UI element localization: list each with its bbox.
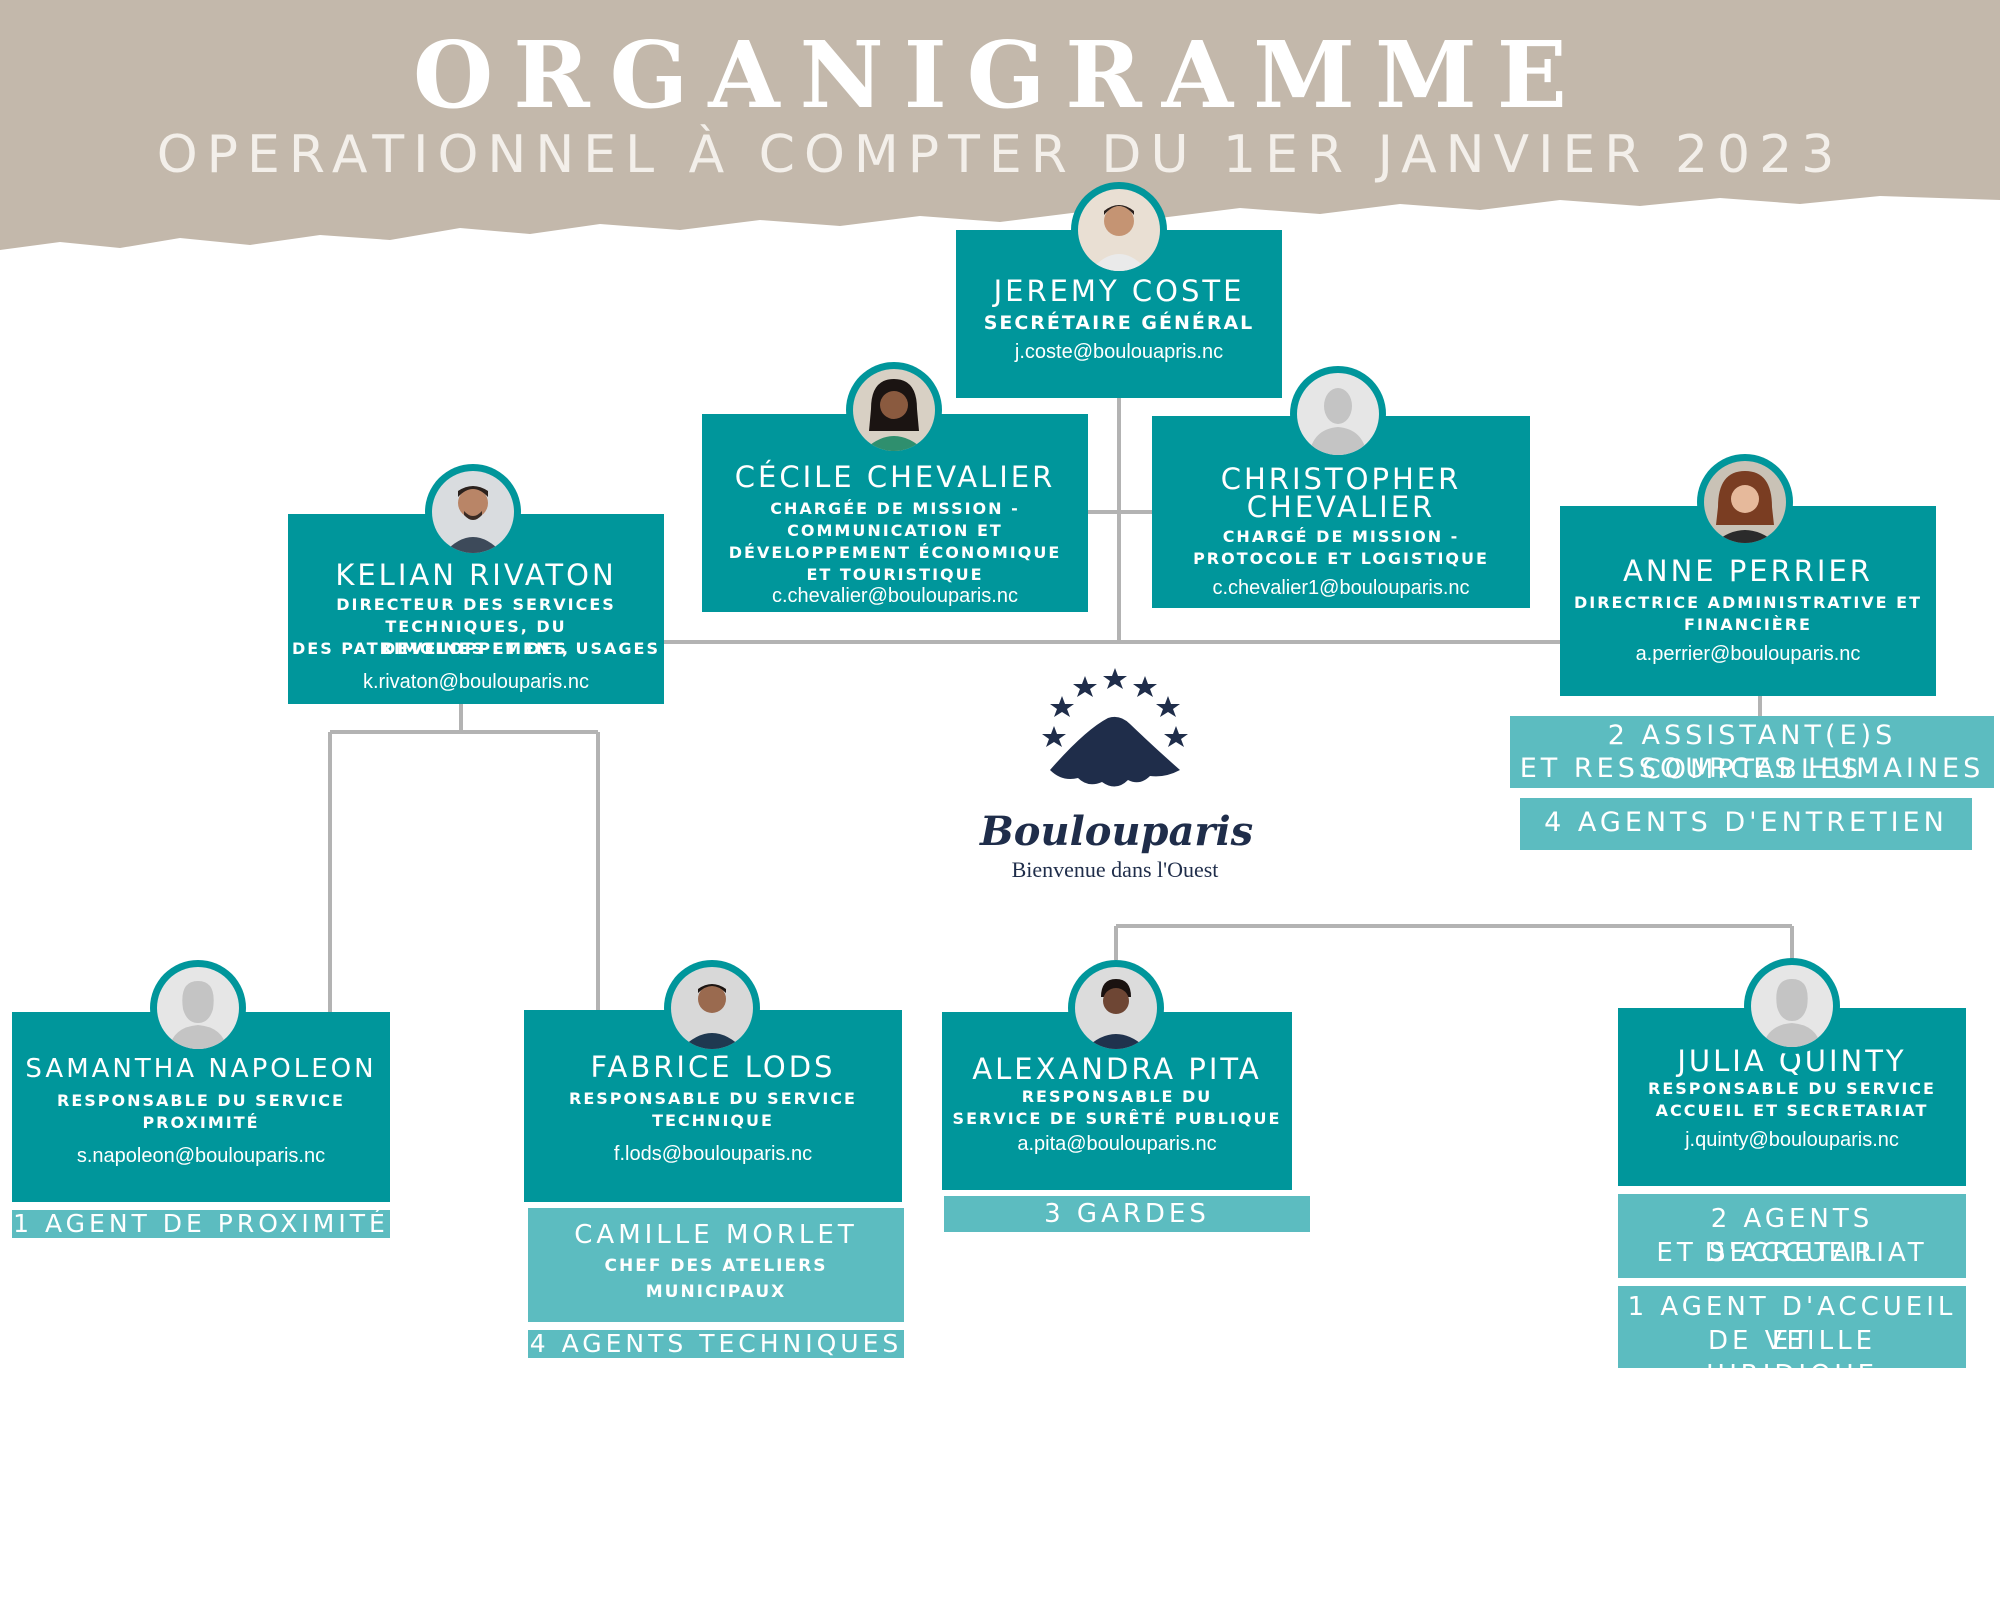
card-email: c.chevalier1@boulouparis.nc (1212, 577, 1470, 599)
card-role-line: TECHNIQUE (652, 1111, 774, 1130)
card-role-line: DIRECTRICE ADMINISTRATIVE ET (1573, 593, 1923, 612)
team-anne-entretien: 4 AGENTS D'ENTRETIEN (1520, 798, 1972, 850)
card-name: ANNE PERRIER (1623, 554, 1873, 588)
card-email: k.rivaton@boulouparis.nc (363, 671, 589, 693)
team-camille-morlet: CAMILLE MORLET CHEF DES ATELIERS MUNICIP… (528, 1208, 904, 1322)
page-subtitle: OPERATIONNEL À COMPTER DU 1ER JANVIER 20… (156, 125, 1844, 185)
person-silhouette-icon (157, 967, 239, 1049)
team-julia-accueil: 2 AGENTS D'ACCUEIL ET SECRETARIAT (1618, 1194, 1966, 1278)
person-photo-icon (1078, 189, 1160, 271)
avatar-anne-perrier (1697, 454, 1793, 550)
team-label: 1 AGENT DE PROXIMITÉ (13, 1209, 389, 1238)
card-name-line: CHRISTOPHER (1220, 462, 1462, 496)
card-role: SECRÉTAIRE GÉNÉRAL (983, 312, 1255, 334)
card-name: SAMANTHA NAPOLEON (25, 1054, 377, 1084)
card-role-line: COMMUNICATION ET (787, 521, 1003, 540)
team-name: CAMILLE MORLET (574, 1220, 858, 1250)
card-role-line: PROXIMITÉ (142, 1113, 260, 1132)
avatar-fabrice-lods (664, 960, 760, 1056)
team-label-line: DE VEILLE JURIDIQUE (1705, 1326, 1879, 1390)
team-label: 4 AGENTS TECHNIQUES (529, 1329, 903, 1358)
page-title: ORGANIGRAMME (413, 21, 1587, 129)
person-photo-icon (671, 967, 753, 1049)
card-role-line: RESPONSABLE DU (1021, 1087, 1213, 1106)
mountain-icon (1050, 716, 1180, 787)
card-role-line: DÉVELOPPEMENT ÉCONOMIQUE (728, 543, 1062, 562)
card-name: ALEXANDRA PITA (972, 1052, 1262, 1086)
team-julia-veille: 1 AGENT D'ACCUEIL ET DE VEILLE JURIDIQUE (1618, 1286, 1966, 1390)
team-label-line: ET SECRETARIAT (1656, 1238, 1928, 1268)
card-role-line: SERVICE DE SURÊTÉ PUBLIQUE (952, 1109, 1282, 1128)
card-role-line: RESPONSABLE DU SERVICE (1648, 1079, 1936, 1098)
person-photo-icon (1704, 461, 1786, 543)
card-name: KELIAN RIVATON (335, 558, 617, 592)
card-role-line: FINANCIÈRE (1684, 615, 1812, 634)
star-icon (1042, 726, 1066, 747)
card-name-line: CHEVALIER (1246, 490, 1436, 524)
person-silhouette-icon (1297, 373, 1379, 455)
card-role-line: RESPONSABLE DU SERVICE (569, 1089, 857, 1108)
card-fabrice-lods: FABRICE LODS RESPONSABLE DU SERVICE TECH… (524, 1010, 902, 1202)
bouloupari-logo (1042, 668, 1188, 787)
person-photo-icon (853, 369, 935, 451)
card-name: CÉCILE CHEVALIER (734, 460, 1056, 494)
team-anne-assistants: 2 ASSISTANT(E)S COMPTABLES ET RESSOURCES… (1510, 716, 1994, 788)
card-role-line: RESPONSABLE DU SERVICE (57, 1091, 345, 1110)
card-email: a.pita@boulouparis.nc (1017, 1133, 1217, 1155)
card-email: a.perrier@boulouparis.nc (1635, 643, 1861, 665)
star-icon (1133, 676, 1157, 697)
card-role-line: TECHNIQUES, DU DEVELOPPEMENT, (381, 617, 571, 658)
card-jeremy-coste: JEREMY COSTE SECRÉTAIRE GÉNÉRAL j.coste@… (956, 230, 1282, 398)
avatar-alexandra-pita (1068, 960, 1164, 1056)
card-role-line: DES PATRIMOINES ET DES USAGES (292, 639, 660, 658)
card-role-line: CHARGÉE DE MISSION - (770, 499, 1020, 518)
avatar-samantha-napoleon (150, 960, 246, 1056)
team-alexandra-gardes: 3 GARDES CHAMPÊTRES (944, 1196, 1310, 1263)
star-icon (1103, 668, 1127, 689)
team-samantha-proximite: 1 AGENT DE PROXIMITÉ (12, 1209, 390, 1238)
team-label-line: 1 AGENT D'ACCUEIL ET (1627, 1292, 1957, 1356)
logo-tagline: Bienvenue dans l'Ouest (1011, 857, 1219, 882)
card-role-line: DIRECTEUR DES SERVICES (336, 595, 616, 614)
avatar-julia-quinty (1744, 958, 1840, 1054)
person-photo-icon (432, 471, 514, 553)
avatar-christopher-chevalier (1290, 366, 1386, 462)
avatar-kelian-rivaton (425, 464, 521, 560)
star-icon (1156, 696, 1180, 717)
team-label-line: ET RESSOURCES HUMAINES (1519, 753, 1985, 784)
star-icon (1050, 696, 1074, 717)
card-name: JEREMY COSTE (993, 274, 1245, 308)
person-photo-icon (1075, 967, 1157, 1049)
avatar-jeremy-coste (1071, 182, 1167, 278)
logo-wordmark: Boulouparis (980, 808, 1254, 855)
card-role-line: CHARGÉ DE MISSION - (1222, 527, 1460, 546)
card-email: c.chevalier@boulouparis.nc (772, 585, 1018, 607)
card-role-line: ACCUEIL ET SECRETARIAT (1655, 1101, 1929, 1120)
card-email: f.lods@boulouparis.nc (613, 1143, 813, 1165)
team-label-line: 2 AGENTS D'ACCUEIL (1704, 1204, 1880, 1268)
card-email: j.quinty@boulouparis.nc (1685, 1129, 1899, 1151)
team-role-line: MUNICIPAUX (645, 1282, 787, 1302)
card-role-line: ET TOURISTIQUE (806, 565, 984, 584)
team-label-line: 2 ASSISTANT(E)S COMPTABLES (1607, 720, 1897, 785)
card-name: FABRICE LODS (590, 1050, 836, 1084)
team-label: 4 AGENTS D'ENTRETIEN (1544, 807, 1948, 838)
team-label: 3 GARDES CHAMPÊTRES (1018, 1199, 1236, 1263)
team-fabrice-techniques: 4 AGENTS TECHNIQUES (528, 1329, 904, 1358)
card-email: s.napoleon@boulouparis.nc (76, 1145, 326, 1167)
card-role-line: PROTOCOLE ET LOGISTIQUE (1193, 549, 1489, 568)
star-icon (1164, 726, 1188, 747)
team-role-line: CHEF DES ATELIERS (604, 1256, 828, 1276)
avatar-cecile-chevalier (846, 362, 942, 458)
card-email: j.coste@boulouapris.nc (1014, 341, 1224, 363)
person-silhouette-icon (1751, 965, 1833, 1047)
star-icon (1073, 676, 1097, 697)
